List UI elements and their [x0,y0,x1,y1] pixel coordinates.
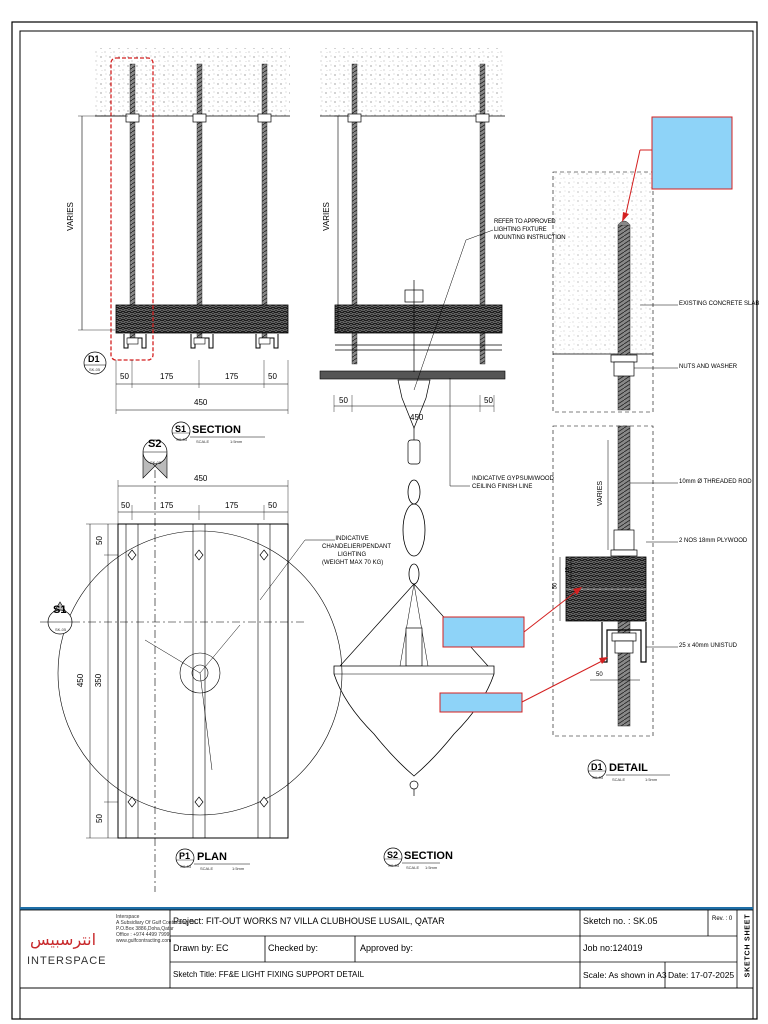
sec-dim-50-b: 50 [484,396,493,405]
note-gypsum: INDICATIVE GYPSUM/WOOD CEILING FINISH LI… [472,476,554,490]
job-no-field: Job no:124019 [583,943,643,953]
d1-scale: SCALE [612,777,626,782]
company-info: Interspace A Subsidiary Of Gulf Contract… [116,914,198,944]
p1-title-num: P1 [179,851,191,861]
drawn-by-field: Drawn by: EC [173,943,229,953]
dim-50-a: 50 [120,372,129,381]
section-s1 [78,48,290,414]
plan-dim-50-b: 50 [268,501,277,510]
sketch-no-field: Sketch no. : SK.05 [583,916,658,926]
outer-border [11,21,758,1020]
s1-scale: SCALE [196,439,210,444]
d1-title-label: DETAIL [609,762,648,774]
s1-title-sub: SK-05 [176,437,188,442]
section-mark-s1 [47,601,73,635]
logo-latin: INTERSPACE [27,955,107,967]
note-rod: 10mm Ø THREADED ROD [679,479,752,485]
approved-by-field: Approved by: [360,943,414,953]
p1-title-sub: SK-05 [180,864,192,869]
p1-scale-val: 1:5mm [232,866,245,871]
p1-scale: SCALE [200,866,214,871]
plan-dim-175-a: 175 [160,501,174,510]
plan-dim-450-top: 450 [194,474,208,483]
callout-box-top [651,116,733,190]
vertical-sheet-label: SKETCH SHEET [744,913,752,978]
inner-border [19,30,754,1020]
scale-field: Scale: As shown in A3 [583,970,667,980]
s1-mark-num: S1 [53,604,67,616]
dim-varies-mid: VARIES [321,202,331,231]
det-dim-50-bot: 50 [596,672,603,678]
s1-mark-sub: SK-05 [55,627,67,632]
s2-title-label: SECTION [404,850,453,862]
callout-box-mid [442,616,525,648]
plan-dim-50-bot: 50 [94,814,104,823]
s2-mark-sub: SK-05 [150,460,162,465]
note-refer: REFER TO APPROVED LIGHTING FIXTURE MOUNT… [494,219,566,241]
note-slab: EXISTING CONCRETE SLAB [679,301,760,307]
s1-title-num: S1 [175,424,187,434]
note-unistud: 25 x 40mm UNISTUD [679,643,738,649]
s1-title-label: SECTION [192,424,241,436]
p1-title-label: PLAN [197,851,227,863]
title-block-frame [19,907,754,989]
s2-title-sub: SK-05 [388,863,400,868]
rev-field: Rev. : 0 [712,916,733,922]
s2-mark-num: S2 [148,438,162,450]
s2-scale: SCALE [406,865,420,870]
dim-175-a: 175 [160,372,174,381]
d1-title-num: D1 [591,762,603,772]
plan-dim-350: 350 [94,673,104,688]
sketch-title-field: Sketch Title: FF&E LIGHT FIXING SUPPORT … [173,970,365,979]
plan-dim-50-top: 50 [94,536,104,545]
logo-arabic: انترسبيس [30,930,97,949]
sec-dim-50-a: 50 [339,396,348,405]
date-field: Date: 17-07-2025 [668,970,735,980]
callout-box-low [439,692,523,713]
section-s2 [259,48,506,796]
det-dim-50-side: 50 [552,582,559,590]
d1-title-sub: SK-05 [592,775,604,780]
s2-title-num: S2 [387,850,399,860]
s2-scale-val: 1:5mm [425,865,438,870]
plan-dim-175-b: 175 [225,501,239,510]
note-nuts: NUTS AND WASHER [679,364,738,370]
project-field: Project: FIT-OUT WORKS N7 VILLA CLUBHOUS… [173,916,445,926]
detail-d1 [552,171,678,737]
dim-varies-detail: VARIES [597,480,605,507]
note-plywood: 2 NOS 18mm PLYWOOD [679,538,748,544]
d1-scale-val: 1:5mm [645,777,658,782]
det-dim-18: 18 [564,567,571,573]
section-mark-s2 [142,439,168,479]
tag-d1-ref: D1 [88,354,100,364]
plan-dim-450-left: 450 [76,673,86,688]
plan-p1 [40,470,343,892]
dim-175-b: 175 [225,372,239,381]
tag-d1-sub: SK-05 [89,367,101,372]
sec-dim-450: 450 [410,413,424,422]
title-circles [171,421,670,868]
s1-scale-val: 1:5mm [230,439,243,444]
dim-varies-left: VARIES [65,202,75,231]
checked-by-field: Checked by: [268,943,319,953]
dim-50-b: 50 [268,372,277,381]
plan-dim-50-a: 50 [121,501,130,510]
note-chandelier: INDICATIVE CHANDELIER/PENDANT LIGHTING (… [322,536,392,566]
detail-mark-d1-tag [83,351,107,375]
dim-450-top: 450 [194,398,208,407]
